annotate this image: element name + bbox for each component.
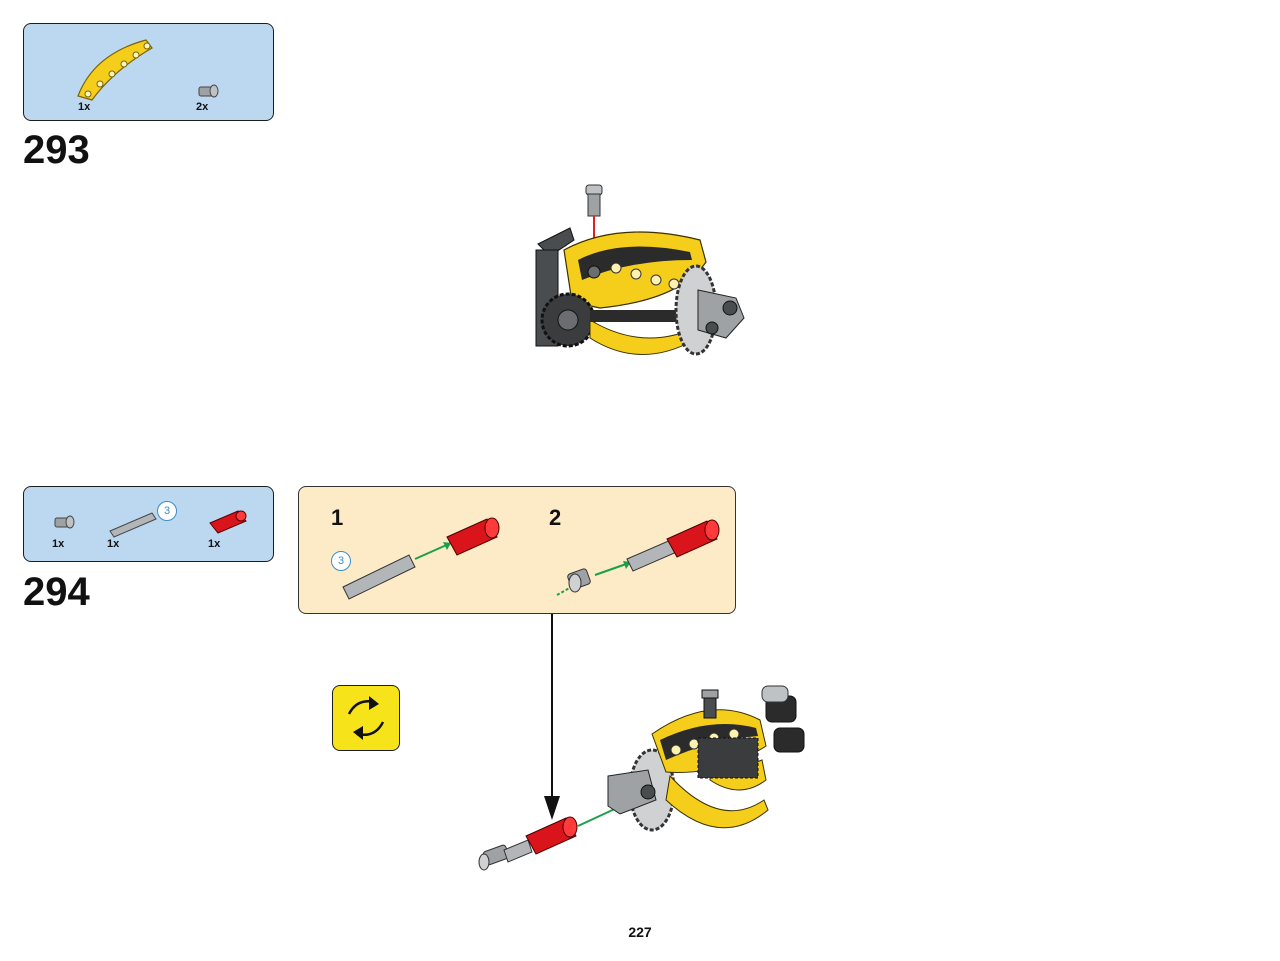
substep-1-illustration	[342, 517, 500, 600]
part-qty: 1x	[78, 101, 91, 113]
grey-bush-icon	[585, 184, 603, 217]
step-294-parts-list: 1x 3 1x 1x	[23, 486, 274, 562]
down-arrow-icon	[544, 614, 560, 820]
yellow-curved-liftarm-icon	[77, 39, 153, 101]
substep-callout: 1 3 2	[298, 486, 736, 614]
red-axle-connector-icon	[209, 510, 247, 534]
grey-axle-icon	[109, 512, 157, 538]
page-number: 227	[628, 924, 652, 940]
step-number: 293	[23, 128, 90, 172]
substep-number: 2	[549, 505, 562, 530]
axle-length-badge: 3	[331, 551, 351, 571]
grey-bush-icon	[54, 515, 75, 529]
axle-length-badge: 3	[157, 501, 177, 521]
part-qty: 2x	[196, 101, 209, 113]
part-qty: 1x	[208, 538, 221, 550]
rotate-model-icon	[347, 696, 385, 740]
substep-2-illustration	[556, 519, 720, 596]
grey-axle-icon	[503, 839, 533, 863]
green-placement-arrow	[594, 562, 630, 576]
grey-bush-icon	[198, 84, 219, 98]
step-293-parts-list: 1x 2x	[23, 23, 274, 121]
part-qty: 1x	[107, 538, 120, 550]
step-number: 294	[23, 570, 90, 614]
part-qty: 1x	[52, 538, 65, 550]
step-294-model-illustration	[478, 685, 805, 871]
rotate-model-box	[332, 685, 400, 751]
substep-number: 1	[331, 505, 344, 530]
grey-bush-icon	[478, 844, 510, 871]
step-293-model-illustration	[535, 184, 745, 356]
